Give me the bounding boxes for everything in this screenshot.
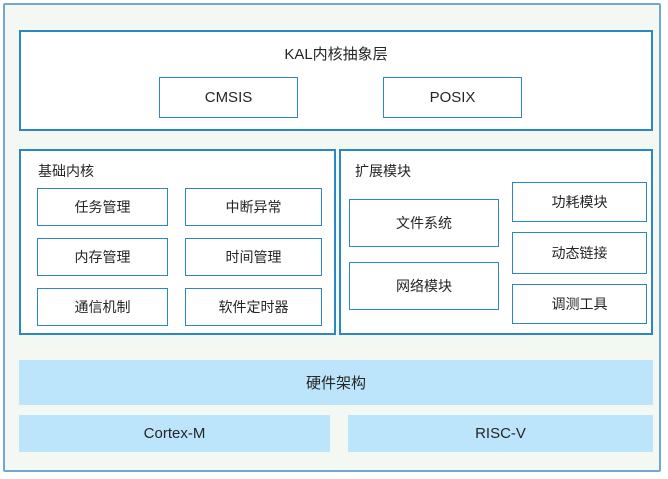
- module-file-system: 文件系统: [349, 199, 499, 247]
- module-dynamic-link: 动态链接: [512, 232, 647, 274]
- kal-abstraction-layer-box: KAL内核抽象层 CMSIS POSIX: [19, 30, 653, 131]
- diagram-frame: KAL内核抽象层 CMSIS POSIX 基础内核 任务管理 中断异常 内存管理…: [3, 3, 661, 472]
- module-memory-management: 内存管理: [37, 238, 168, 276]
- module-power-module: 功耗模块: [512, 182, 647, 222]
- module-task-management: 任务管理: [37, 188, 168, 226]
- kal-item-posix: POSIX: [383, 77, 522, 118]
- extension-modules-title: 扩展模块: [355, 163, 411, 179]
- module-debug-tools: 调测工具: [512, 284, 647, 324]
- extension-modules-section: 扩展模块 文件系统 网络模块 功耗模块 动态链接 调测工具: [339, 149, 653, 335]
- hardware-risc-v: RISC-V: [348, 415, 653, 452]
- module-network-module: 网络模块: [349, 262, 499, 310]
- module-time-management: 时间管理: [185, 238, 322, 276]
- module-software-timer: 软件定时器: [185, 288, 322, 326]
- basic-kernel-section: 基础内核 任务管理 中断异常 内存管理 时间管理 通信机制 软件定时器: [19, 149, 336, 335]
- basic-kernel-title: 基础内核: [38, 163, 94, 179]
- kal-item-cmsis: CMSIS: [159, 77, 298, 118]
- module-communication-mechanism: 通信机制: [37, 288, 168, 326]
- module-interrupt-exception: 中断异常: [185, 188, 322, 226]
- hardware-cortex-m: Cortex-M: [19, 415, 330, 452]
- hardware-architecture-bar: 硬件架构: [19, 360, 653, 405]
- kal-layer-title: KAL内核抽象层: [284, 46, 388, 63]
